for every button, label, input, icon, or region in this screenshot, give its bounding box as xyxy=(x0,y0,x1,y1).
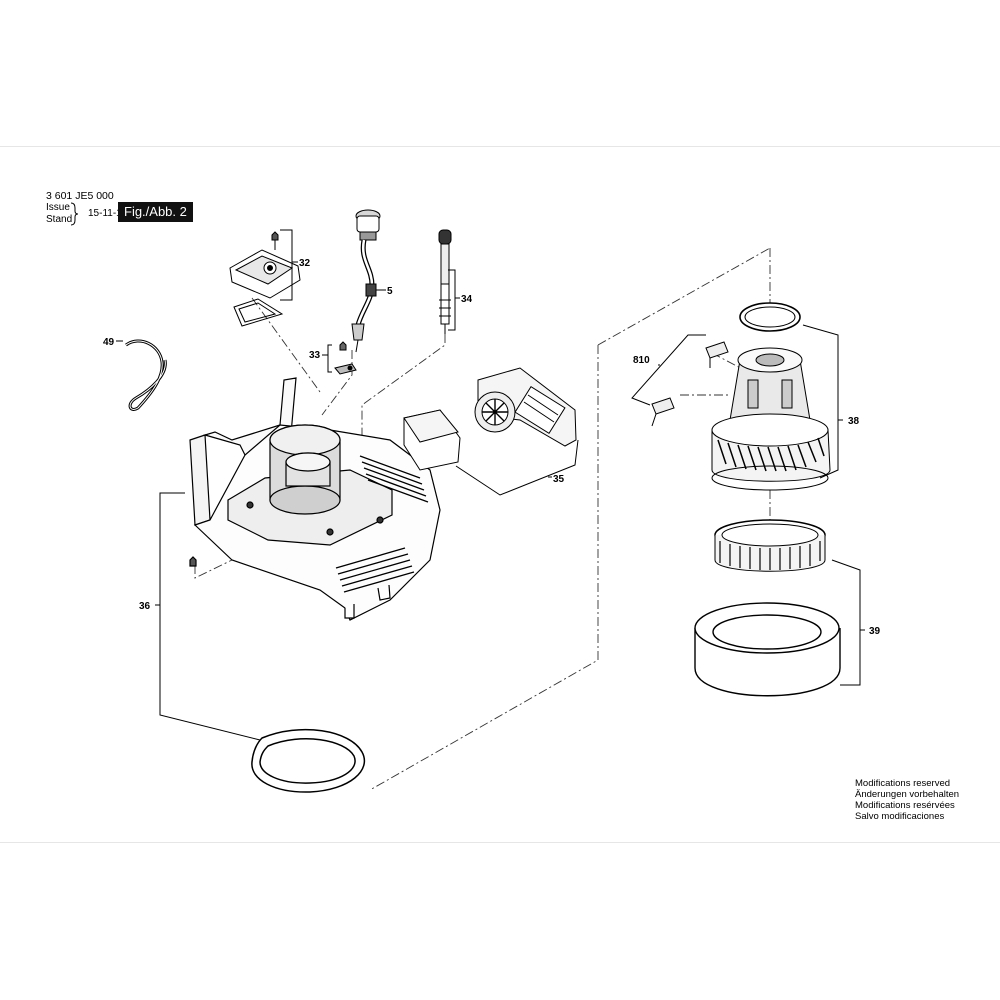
part-39-basket xyxy=(714,519,826,572)
bracket-38 xyxy=(802,324,843,479)
part-number: 3 601 JE5 000 xyxy=(46,190,114,202)
part-38-motor xyxy=(711,302,831,491)
top-divider xyxy=(0,146,1000,147)
part-34-float xyxy=(438,229,452,334)
part-36-seal xyxy=(251,728,366,793)
part-39-foam-ring xyxy=(694,602,841,697)
part-32-cover xyxy=(229,231,301,327)
part-810-brushes xyxy=(651,341,729,427)
part-33-clip xyxy=(334,341,357,375)
callout-5: 5 xyxy=(387,286,393,297)
callout-49: 49 xyxy=(103,337,115,348)
part-35-switch xyxy=(403,367,577,471)
bottom-divider xyxy=(0,842,1000,843)
modifications-es: Salvo modificaciones xyxy=(855,811,945,822)
modifications-de: Änderungen vorbehalten xyxy=(855,789,960,800)
issue-label: Issue xyxy=(46,202,70,213)
callout-35: 35 xyxy=(553,474,565,485)
bracket-810 xyxy=(631,334,706,406)
callout-39: 39 xyxy=(869,626,881,637)
part-49-clip xyxy=(116,339,167,411)
callout-34: 34 xyxy=(461,294,473,305)
bracket-33 xyxy=(322,344,332,373)
modifications-notice: Modifications reserved Änderungen vorbeh… xyxy=(855,778,959,822)
issue-brace xyxy=(70,202,79,226)
callout-36: 36 xyxy=(139,601,151,612)
callout-33: 33 xyxy=(309,350,321,361)
bracket-34 xyxy=(448,269,460,331)
bracket-32 xyxy=(280,229,298,301)
figure-label: Fig./Abb. 2 xyxy=(118,202,193,222)
callout-labels: 32 5 34 33 49 35 36 810 38 39 xyxy=(103,258,881,637)
stand-label: Stand xyxy=(46,214,73,225)
main-housing xyxy=(189,377,441,621)
modifications-fr: Modifications resérvées xyxy=(855,800,955,811)
callout-32: 32 xyxy=(299,258,311,269)
callout-810: 810 xyxy=(633,355,650,366)
issue-stand-label: Issue Stand xyxy=(46,202,72,226)
bracket-35 xyxy=(455,439,579,496)
callout-38: 38 xyxy=(848,416,860,427)
modifications-en: Modifications reserved xyxy=(855,778,951,789)
bracket-36 xyxy=(155,492,261,741)
bracket-39 xyxy=(831,559,865,686)
issue-date: 15-11-18 xyxy=(88,208,128,219)
part-5-hose xyxy=(351,209,386,353)
